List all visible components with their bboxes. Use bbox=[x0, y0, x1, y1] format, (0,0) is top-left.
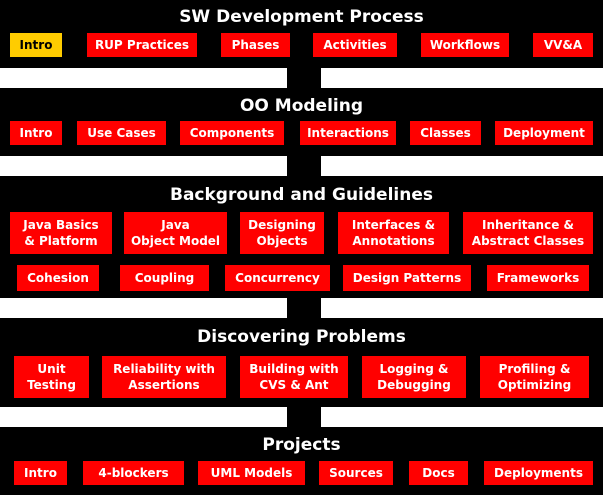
projects-sources-button[interactable]: Sources bbox=[319, 461, 393, 485]
background-concurrency-button[interactable]: Concurrency bbox=[225, 265, 330, 291]
background-java-object-model-button[interactable]: Java Object Model bbox=[124, 212, 227, 254]
connector-4 bbox=[287, 407, 321, 427]
background-interfaces-button[interactable]: Interfaces & Annotations bbox=[338, 212, 449, 254]
section-title-background: Background and Guidelines bbox=[170, 185, 433, 205]
modeling-intro-button[interactable]: Intro bbox=[10, 121, 62, 145]
problems-logging-button[interactable]: Logging & Debugging bbox=[362, 356, 466, 398]
section-title-problems: Discovering Problems bbox=[197, 327, 406, 347]
process-phases-button[interactable]: Phases bbox=[221, 33, 290, 57]
background-coupling-button[interactable]: Coupling bbox=[120, 265, 209, 291]
modeling-deployment-button[interactable]: Deployment bbox=[495, 121, 593, 145]
background-frameworks-button[interactable]: Frameworks bbox=[487, 265, 589, 291]
modeling-use-cases-button[interactable]: Use Cases bbox=[77, 121, 166, 145]
process-intro-button[interactable]: Intro bbox=[10, 33, 62, 57]
problems-building-button[interactable]: Building with CVS & Ant bbox=[240, 356, 348, 398]
problems-reliability-button[interactable]: Reliability with Assertions bbox=[102, 356, 226, 398]
process-workflows-button[interactable]: Workflows bbox=[421, 33, 509, 57]
modeling-interactions-button[interactable]: Interactions bbox=[300, 121, 396, 145]
projects-deployments-button[interactable]: Deployments bbox=[484, 461, 593, 485]
connector-1 bbox=[287, 68, 321, 88]
section-title-projects: Projects bbox=[262, 435, 341, 455]
problems-unit-testing-button[interactable]: Unit Testing bbox=[14, 356, 89, 398]
background-design-patterns-button[interactable]: Design Patterns bbox=[343, 265, 471, 291]
section-title-modeling: OO Modeling bbox=[239, 96, 364, 116]
process-rup-practices-button[interactable]: RUP Practices bbox=[87, 33, 197, 57]
projects-uml-models-button[interactable]: UML Models bbox=[198, 461, 305, 485]
modeling-classes-button[interactable]: Classes bbox=[410, 121, 481, 145]
projects-intro-button[interactable]: Intro bbox=[14, 461, 67, 485]
connector-2 bbox=[287, 156, 321, 176]
background-cohesion-button[interactable]: Cohesion bbox=[17, 265, 99, 291]
background-designing-objects-button[interactable]: Designing Objects bbox=[240, 212, 324, 254]
process-vva-button[interactable]: VV&A bbox=[533, 33, 593, 57]
process-activities-button[interactable]: Activities bbox=[313, 33, 397, 57]
connector-3 bbox=[287, 298, 321, 318]
background-inheritance-button[interactable]: Inheritance & Abstract Classes bbox=[463, 212, 593, 254]
section-title-process: SW Development Process bbox=[179, 7, 424, 27]
projects-4-blockers-button[interactable]: 4-blockers bbox=[83, 461, 184, 485]
modeling-components-button[interactable]: Components bbox=[180, 121, 284, 145]
background-java-basics-button[interactable]: Java Basics & Platform bbox=[10, 212, 112, 254]
problems-profiling-button[interactable]: Profiling & Optimizing bbox=[480, 356, 589, 398]
projects-docs-button[interactable]: Docs bbox=[409, 461, 468, 485]
